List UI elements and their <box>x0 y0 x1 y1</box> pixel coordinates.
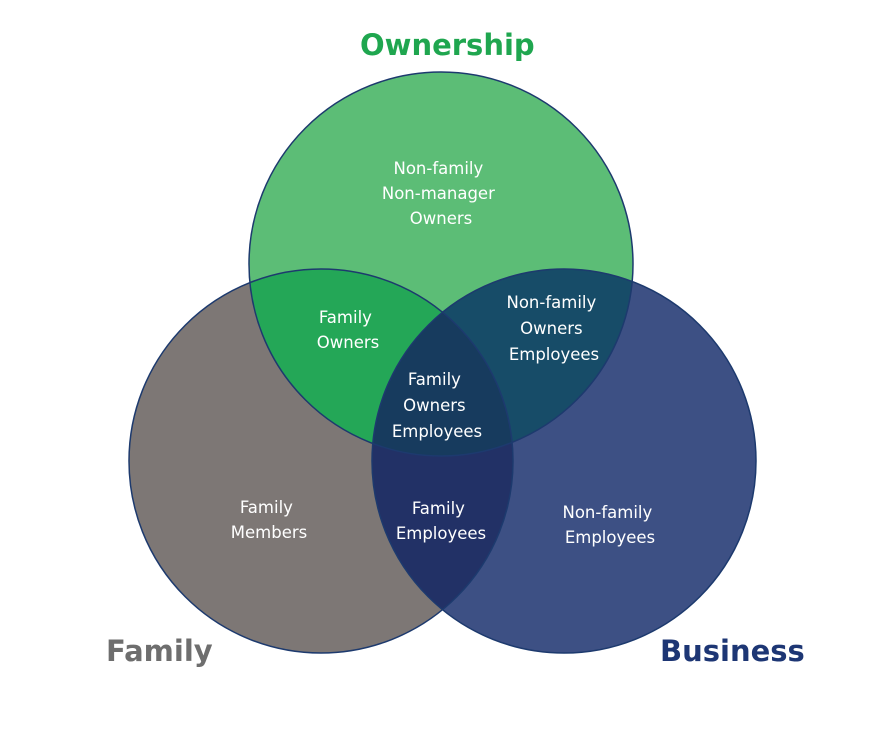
region-label-family-only: Family Members <box>231 498 307 542</box>
business-outline <box>371 268 757 654</box>
set-title-family: Family <box>106 634 213 668</box>
region-label-ownership-only: Non-family Non-manager Owners <box>382 159 500 228</box>
set-title-business: Business <box>660 634 805 668</box>
ownership-outline <box>248 71 634 457</box>
region-label-ownership-business: Non-family Owners Employees <box>506 293 601 364</box>
all-three-overlap <box>372 269 513 456</box>
set-title-ownership: Ownership <box>360 28 535 62</box>
region-label-business-only: Non-family Employees <box>562 503 657 547</box>
region-label-all-three: Family Owners Employees <box>392 370 482 441</box>
region-label-family-business: Family Employees <box>396 499 486 543</box>
region-label-family-ownership: Family Owners <box>317 308 379 352</box>
family-outline <box>128 268 514 654</box>
